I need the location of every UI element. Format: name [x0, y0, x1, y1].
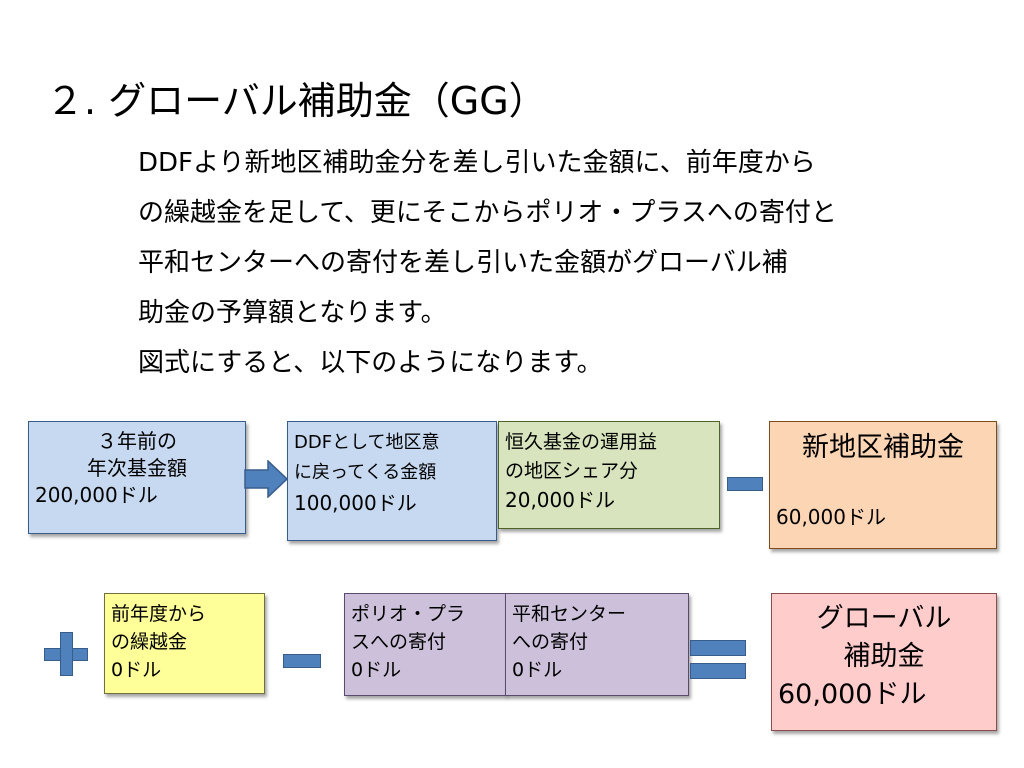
- box-line: の繰越金: [111, 631, 188, 653]
- body-line: 図式にすると、以下のようになります。: [138, 348, 603, 378]
- box-line: 恒久基金の運用益: [505, 431, 658, 453]
- box-amount: 100,000ドル: [294, 491, 417, 515]
- carryover-box: 前年度から の繰越金 0ドル: [104, 593, 265, 694]
- peace-center-box: 平和センター への寄付 0ドル: [505, 593, 689, 696]
- box-amount: 60,000ドル: [778, 679, 927, 710]
- box-amount: 20,000ドル: [505, 488, 615, 512]
- box-line: グローバル: [816, 603, 952, 634]
- minus-icon: [283, 654, 321, 668]
- new-district-grant-box: 新地区補助金 60,000ドル: [769, 421, 997, 549]
- box-title: 新地区補助金: [802, 432, 964, 463]
- box-line: ポリオ・プラ: [351, 603, 466, 625]
- body-text: DDFより新地区補助金分を差し引いた金額に、前年度から の繰越金を足して、更にそ…: [138, 138, 988, 388]
- body-line: 助金の予算額となります。: [138, 298, 447, 328]
- box-line: 前年度から: [111, 603, 207, 625]
- plus-icon: [44, 632, 88, 676]
- box-line: スへの寄付: [351, 631, 447, 653]
- box-line: ３年前の: [97, 429, 177, 453]
- ddf-return-box: DDFとして地区意 に戻ってくる金額 100,000ドル: [287, 421, 497, 541]
- box-amount: 0ドル: [111, 659, 162, 681]
- minus-icon: [727, 477, 763, 491]
- box-line: 補助金: [843, 641, 925, 672]
- three-years-ago-fund-box: ３年前の 年次基金額 200,000ドル: [28, 421, 246, 534]
- box-line: DDFとして地区意: [294, 432, 440, 453]
- body-line: の繰越金を足して、更にそこからポリオ・プラスへの寄付と: [138, 198, 837, 228]
- body-line: 平和センターへの寄付を差し引いた金額がグローバル補: [138, 248, 788, 278]
- global-grant-box: グローバル 補助金 60,000ドル: [771, 593, 997, 731]
- box-line: 平和センター: [512, 603, 627, 625]
- box-line: の地区シェア分: [505, 460, 639, 482]
- arrow-right-icon: [244, 460, 288, 498]
- endowment-share-box: 恒久基金の運用益 の地区シェア分 20,000ドル: [498, 421, 720, 529]
- box-amount: 0ドル: [512, 659, 563, 681]
- polio-plus-box: ポリオ・プラ スへの寄付 0ドル: [344, 593, 506, 696]
- equals-icon: [690, 640, 746, 680]
- body-line: DDFより新地区補助金分を差し引いた金額に、前年度から: [138, 148, 816, 178]
- box-amount: 0ドル: [351, 659, 402, 681]
- box-line: への寄付: [512, 631, 589, 653]
- box-line: に戻ってくる金額: [294, 462, 437, 483]
- box-line: 年次基金額: [87, 456, 187, 480]
- slide-title: ２. グローバル補助金（GG）: [46, 79, 547, 123]
- box-amount: 60,000ドル: [776, 505, 886, 529]
- box-amount: 200,000ドル: [35, 483, 158, 507]
